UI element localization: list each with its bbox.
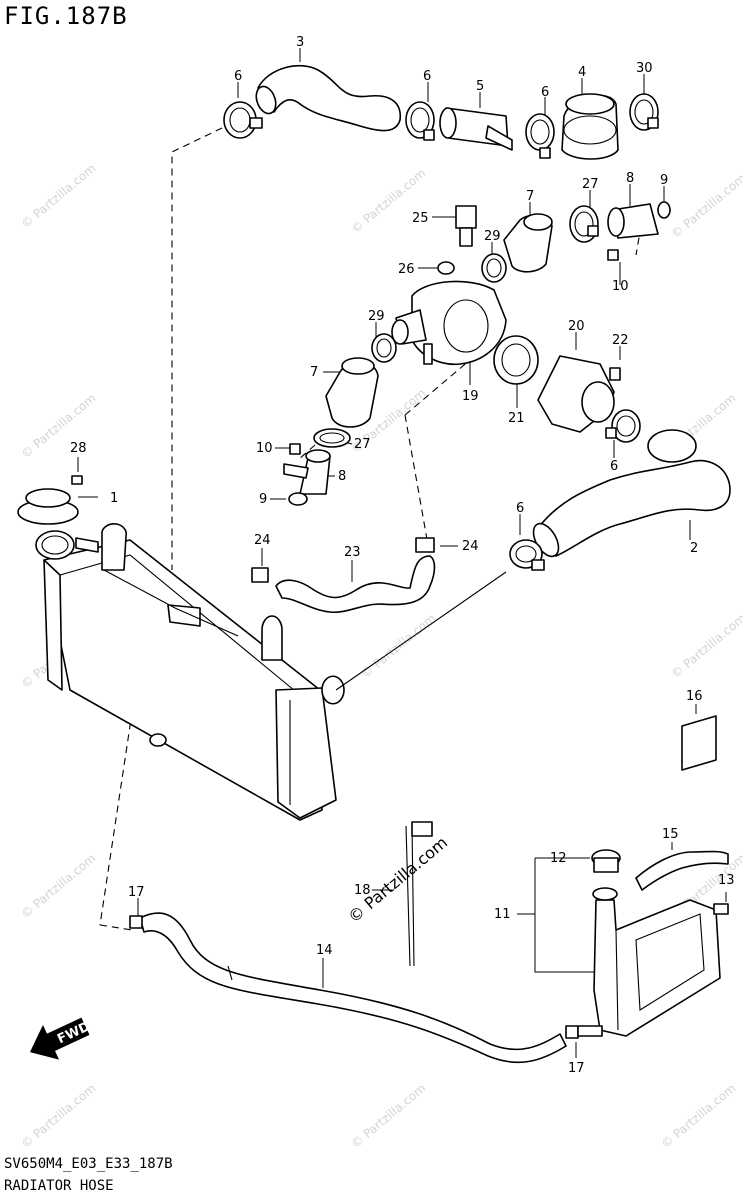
- fwd-arrow-icon: FWD: [29, 1017, 93, 1060]
- callout-23: 23: [344, 545, 361, 560]
- hose-7-upper: [503, 213, 553, 273]
- callout-26: 26: [398, 262, 415, 277]
- watermark: © Partzilla.com: [18, 851, 98, 921]
- hose-4: [561, 93, 619, 160]
- clamp-6: [223, 101, 263, 139]
- callout-4: 4: [578, 65, 586, 80]
- callout-11: 11: [494, 907, 511, 922]
- callout-17: 17: [128, 885, 145, 900]
- callout-6: 6: [610, 459, 618, 474]
- callout-27: 27: [582, 177, 599, 192]
- callout-1: 1: [110, 491, 118, 506]
- clamp-27-lower: [289, 428, 351, 455]
- callout-13: 13: [718, 873, 735, 888]
- callout-6: 6: [423, 69, 431, 84]
- callout-10: 10: [256, 441, 273, 456]
- callout-24: 24: [462, 539, 479, 554]
- callout-5: 5: [476, 79, 484, 94]
- watermark: © Partzilla.com: [18, 161, 98, 231]
- watermark: © Partzilla.com: [18, 1081, 98, 1151]
- watermark: © Partzilla.com: [668, 611, 743, 681]
- figure-title: FIG.187B: [4, 2, 128, 30]
- breather-hose-18: [405, 821, 433, 967]
- callout-3: 3: [296, 35, 304, 50]
- callout-2: 2: [690, 541, 698, 556]
- callout-20: 20: [568, 319, 585, 334]
- callout-25: 25: [412, 211, 429, 226]
- callout-15: 15: [662, 827, 679, 842]
- callout-16: 16: [686, 689, 703, 704]
- sensor-25: [437, 205, 477, 275]
- radiator-cap: [17, 475, 83, 525]
- watermark: © Partzilla.com: [668, 171, 743, 241]
- callout-7: 7: [526, 189, 534, 204]
- hose-23: [275, 555, 436, 614]
- callout-17: 17: [568, 1061, 585, 1076]
- figure-code: SV650M4_E03_E33_187B: [4, 1156, 173, 1172]
- reservoir-tank-11: [577, 849, 729, 1037]
- clamp-29: [481, 253, 507, 283]
- callout-27: 27: [354, 437, 371, 452]
- thermostat-cover-20: [537, 355, 621, 433]
- callout-29: 29: [484, 229, 501, 244]
- clip-24: [415, 537, 435, 553]
- callout-30: 30: [636, 61, 653, 76]
- callout-9: 9: [660, 173, 668, 188]
- callout-12: 12: [550, 851, 567, 866]
- callout-21: 21: [508, 411, 525, 426]
- thermostat-housing-19: [391, 280, 507, 365]
- hose-14: [139, 912, 567, 1064]
- callout-18: 18: [354, 883, 371, 898]
- hose-3: [255, 64, 401, 132]
- clamp-29: [371, 333, 397, 363]
- clamp-6: [525, 113, 555, 159]
- callouts: 3 6 6 5 6 4 30 27 8 9 7 25 29 26 10 29 2…: [70, 35, 735, 1076]
- callout-6: 6: [234, 69, 242, 84]
- callout-6: 6: [516, 501, 524, 516]
- thermostat-21: [493, 335, 539, 385]
- hose-route-line: [335, 571, 507, 691]
- hose-7-lower: [325, 357, 379, 428]
- clamp-30: [629, 93, 659, 131]
- callout-22: 22: [612, 333, 629, 348]
- leader-lines: [77, 48, 727, 1058]
- clamp-6-right: [605, 409, 641, 443]
- callout-28: 28: [70, 441, 87, 456]
- callout-6: 6: [541, 85, 549, 100]
- pad-16: [681, 715, 717, 771]
- pipe-5: [439, 107, 513, 151]
- callout-14: 14: [316, 943, 333, 958]
- clamp-27-upper: [569, 205, 599, 243]
- callout-10: 10: [612, 279, 629, 294]
- callout-19: 19: [462, 389, 479, 404]
- clip-17: [129, 915, 143, 929]
- watermark: © Partzilla.com: [348, 1081, 428, 1151]
- watermark: © Partzilla.com: [658, 1081, 738, 1151]
- clamp-6: [405, 101, 435, 141]
- clamp-6-lower: [509, 539, 545, 571]
- callout-29: 29: [368, 309, 385, 324]
- clip-24: [251, 567, 269, 583]
- clip-17: [565, 1025, 579, 1039]
- radiator: [35, 523, 345, 821]
- callout-24: 24: [254, 533, 271, 548]
- watermark-center: © Partzilla.com: [344, 833, 451, 927]
- callout-8: 8: [626, 171, 634, 186]
- callout-8: 8: [338, 469, 346, 484]
- figure-name: RADIATOR HOSE: [4, 1178, 114, 1194]
- pipe-8-upper: [607, 201, 671, 261]
- callout-9: 9: [259, 492, 267, 507]
- pipe-8-lower: [283, 449, 331, 506]
- hose-2: [532, 429, 731, 558]
- callout-7: 7: [310, 365, 318, 380]
